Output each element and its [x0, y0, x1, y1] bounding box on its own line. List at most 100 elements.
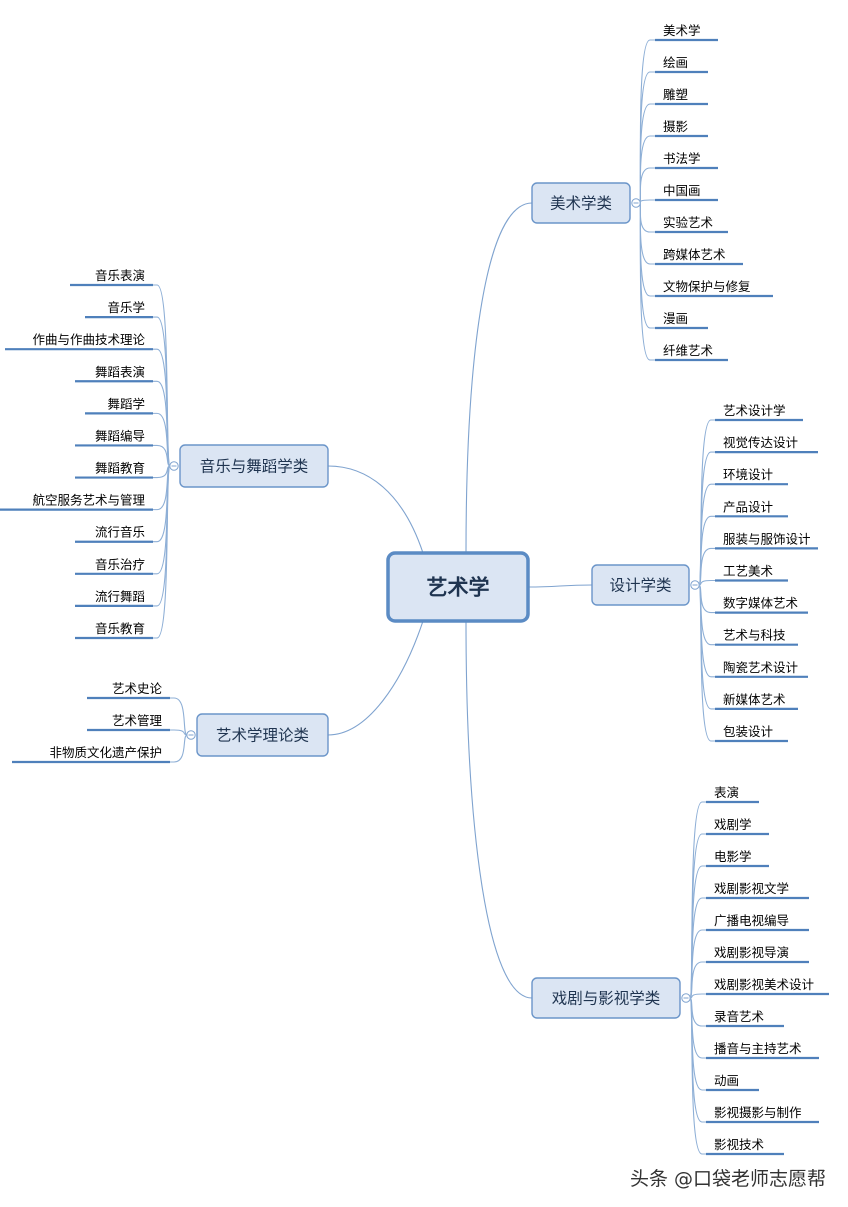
leaf-theory-1[interactable]: 艺术管理	[87, 713, 170, 732]
leaf-label: 音乐学	[107, 300, 145, 315]
leaf-theory-2[interactable]: 非物质文化遗产保护	[12, 745, 170, 764]
leaf-label: 中国画	[663, 183, 701, 198]
leaf-connectors-drama-film	[689, 801, 714, 1155]
leaf-label: 流行舞蹈	[95, 589, 145, 604]
leaf-fine-arts-0[interactable]: 美术学	[655, 23, 718, 42]
leaf-drama-film-11[interactable]: 影视技术	[706, 1137, 784, 1156]
leaf-fine-arts-3[interactable]: 摄影	[655, 119, 708, 138]
leaf-drama-film-1[interactable]: 戏剧学	[706, 817, 769, 836]
leaf-music-dance-7[interactable]: 航空服务艺术与管理	[0, 493, 153, 511]
leaf-design-3[interactable]: 产品设计	[715, 499, 788, 518]
leaf-fine-arts-1[interactable]: 绘画	[655, 55, 708, 74]
leaf-music-dance-10[interactable]: 流行舞蹈	[75, 589, 153, 608]
leaf-drama-film-9[interactable]: 动画	[706, 1073, 759, 1092]
leaf-label: 艺术史论	[112, 681, 163, 696]
collapse-toggle-music-dance[interactable]	[169, 461, 179, 471]
leaf-connectors-design	[698, 419, 723, 742]
category-box-fine-arts[interactable]	[531, 182, 631, 224]
leaf-drama-film-6[interactable]: 戏剧影视美术设计	[706, 977, 829, 996]
leaf-design-5[interactable]: 工艺美术	[715, 564, 788, 582]
leaf-design-10[interactable]: 包装设计	[715, 724, 788, 743]
leaf-label: 舞蹈教育	[95, 461, 145, 476]
root-node[interactable]: 艺术学	[386, 551, 530, 623]
leaf-label: 影视技术	[714, 1137, 765, 1152]
leaf-fine-arts-10[interactable]: 纤维艺术	[655, 343, 728, 362]
leaf-label: 工艺美术	[723, 564, 774, 579]
leaf-design-9[interactable]: 新媒体艺术	[715, 692, 798, 711]
leaf-design-7[interactable]: 艺术与科技	[715, 628, 798, 646]
leaf-music-dance-6[interactable]: 舞蹈教育	[75, 461, 153, 479]
leaf-drama-film-8[interactable]: 播音与主持艺术	[706, 1041, 819, 1060]
leaf-music-dance-2[interactable]: 作曲与作曲技术理论	[5, 332, 153, 351]
leaf-fine-arts-9[interactable]: 漫画	[655, 311, 708, 330]
leaf-theory-0[interactable]: 艺术史论	[87, 681, 170, 700]
leaf-fine-arts-4[interactable]: 书法学	[655, 151, 718, 170]
leaf-music-dance-9[interactable]: 音乐治疗	[75, 557, 153, 575]
leaf-music-dance-5[interactable]: 舞蹈编导	[75, 428, 153, 447]
leaf-drama-film-4[interactable]: 广播电视编导	[706, 913, 809, 932]
leaf-label: 艺术设计学	[723, 403, 786, 418]
leaf-label: 数字媒体艺术	[723, 596, 799, 611]
collapse-toggle-theory[interactable]	[186, 730, 196, 740]
leaf-connectors-music-dance	[145, 284, 171, 639]
category-label-theory: 艺术学理论类	[216, 727, 309, 745]
leaf-fine-arts-5[interactable]: 中国画	[655, 183, 718, 202]
leaf-music-dance-0[interactable]: 音乐表演	[70, 268, 153, 287]
connector-music-dance	[327, 465, 424, 554]
category-box-drama-film[interactable]	[531, 977, 681, 1019]
category-music-dance: 音乐与舞蹈学类音乐表演音乐学作曲与作曲技术理论舞蹈表演舞蹈学舞蹈编导舞蹈教育航空…	[0, 268, 329, 640]
leaf-music-dance-3[interactable]: 舞蹈表演	[75, 364, 153, 383]
connector-design	[527, 584, 593, 588]
leaf-label: 绘画	[663, 55, 688, 70]
leaf-music-dance-8[interactable]: 流行音乐	[75, 525, 153, 543]
leaf-label: 音乐教育	[95, 621, 145, 636]
leaf-label: 服装与服饰设计	[723, 531, 811, 546]
leaf-label: 产品设计	[723, 499, 773, 514]
connector-curves	[327, 202, 593, 999]
leaf-drama-film-7[interactable]: 录音艺术	[706, 1009, 784, 1028]
leaf-drama-film-3[interactable]: 戏剧影视文学	[706, 881, 809, 900]
collapse-toggle-fine-arts[interactable]	[631, 198, 641, 208]
leaf-drama-film-2[interactable]: 电影学	[706, 849, 769, 868]
leaf-design-6[interactable]: 数字媒体艺术	[715, 596, 808, 614]
leaf-music-dance-1[interactable]: 音乐学	[85, 300, 153, 319]
category-drama-film: 戏剧与影视学类表演戏剧学电影学戏剧影视文学广播电视编导戏剧影视导演戏剧影视美术设…	[531, 785, 829, 1156]
leaf-drama-film-10[interactable]: 影视摄影与制作	[706, 1105, 819, 1124]
leaf-music-dance-11[interactable]: 音乐教育	[75, 621, 153, 640]
leaf-label: 戏剧影视文学	[714, 881, 789, 896]
leaf-design-0[interactable]: 艺术设计学	[715, 403, 803, 422]
leaf-label: 录音艺术	[714, 1009, 765, 1024]
leaf-label: 跨媒体艺术	[663, 247, 726, 262]
leaf-design-4[interactable]: 服装与服饰设计	[715, 531, 818, 550]
leaf-fine-arts-7[interactable]: 跨媒体艺术	[655, 247, 743, 266]
leaf-label: 书法学	[663, 151, 701, 166]
category-box-music-dance[interactable]	[179, 444, 329, 488]
leaf-label: 非物质文化遗产保护	[49, 745, 162, 760]
leaf-fine-arts-6[interactable]: 实验艺术	[655, 215, 728, 234]
leaf-drama-film-5[interactable]: 戏剧影视导演	[706, 945, 809, 964]
leaf-design-2[interactable]: 环境设计	[715, 467, 788, 486]
leaf-fine-arts-8[interactable]: 文物保护与修复	[655, 279, 773, 298]
category-fine-arts: 美术学类美术学绘画雕塑摄影书法学中国画实验艺术跨媒体艺术文物保护与修复漫画纤维艺…	[531, 23, 773, 362]
leaf-drama-film-0[interactable]: 表演	[706, 785, 759, 804]
leaf-fine-arts-2[interactable]: 雕塑	[655, 87, 708, 106]
leaf-music-dance-4[interactable]: 舞蹈学	[85, 396, 153, 415]
leaf-label: 实验艺术	[663, 215, 714, 230]
category-box-design[interactable]	[591, 564, 690, 606]
collapse-toggle-drama-film[interactable]	[681, 993, 691, 1003]
leaf-label: 作曲与作曲技术理论	[32, 332, 145, 347]
leaf-label: 音乐表演	[95, 268, 145, 283]
leaf-label: 美术学	[663, 23, 701, 38]
leaf-label: 戏剧学	[714, 817, 752, 832]
leaf-label: 舞蹈表演	[95, 364, 145, 379]
leaf-label: 包装设计	[723, 724, 773, 739]
collapse-toggle-design[interactable]	[690, 580, 700, 590]
connector-fine-arts	[465, 202, 533, 554]
leaf-label: 纤维艺术	[663, 343, 714, 358]
connector-drama-film	[465, 620, 533, 999]
leaf-design-1[interactable]: 视觉传达设计	[715, 435, 818, 454]
leaf-design-8[interactable]: 陶瓷艺术设计	[715, 660, 808, 678]
category-box-theory[interactable]	[196, 713, 329, 757]
leaf-label: 航空服务艺术与管理	[32, 493, 145, 508]
